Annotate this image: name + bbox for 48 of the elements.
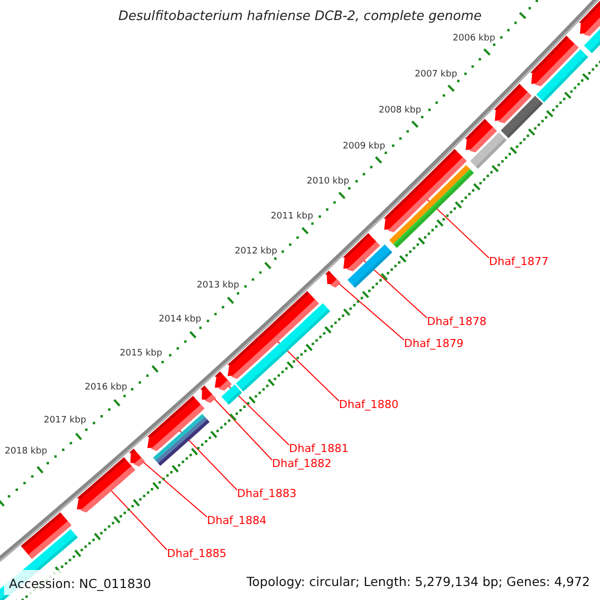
gene-label: Dhaf_1877 xyxy=(489,255,549,269)
leader-line xyxy=(276,340,340,402)
genome-info-text: Topology: circular; Length: 5,279,134 bp; Genes: 4,972 xyxy=(246,574,590,590)
leader-line xyxy=(338,283,404,340)
leader-line xyxy=(228,386,290,446)
gene-label: Dhaf_1879 xyxy=(404,337,464,351)
gene-feature xyxy=(342,233,380,272)
chart-title: Desulfitobacterium hafniense DCB-2, complete genome xyxy=(118,9,482,24)
scale-label: 2011 kbp xyxy=(270,212,314,222)
gene-feature xyxy=(383,148,467,232)
scale-label: 2010 kbp xyxy=(306,176,350,188)
scale-label: 2006 kbp xyxy=(452,34,496,44)
leader-line xyxy=(214,398,272,460)
gene-label: Dhaf_1882 xyxy=(272,457,332,471)
gene-feature xyxy=(464,118,497,152)
gene-feature xyxy=(200,386,216,404)
scale-label: 2008 kbp xyxy=(378,106,422,116)
leader-line xyxy=(363,260,428,318)
leader-line xyxy=(178,430,238,490)
gene-feature xyxy=(578,0,600,36)
gene-label: Dhaf_1885 xyxy=(167,547,227,561)
gene-label: Dhaf_1884 xyxy=(207,514,267,528)
gene-feature xyxy=(147,396,204,451)
scale-label: 2012 kbp xyxy=(234,246,278,258)
gene-label: Dhaf_1883 xyxy=(237,487,297,501)
scale-label: 2007 kbp xyxy=(414,70,458,80)
gene-feature xyxy=(129,448,145,467)
scale-label: 2009 kbp xyxy=(342,142,386,152)
scale-label: 2018 kbp xyxy=(4,446,48,458)
scale-label: 2015 kbp xyxy=(120,348,162,360)
gene-label: Dhaf_1878 xyxy=(427,315,487,329)
leader-line xyxy=(426,198,490,258)
accession-text: Accession: NC_011830 xyxy=(9,576,152,591)
scale-label: 2016 kbp xyxy=(84,382,128,394)
gene-feature xyxy=(530,36,579,86)
gene-feature xyxy=(227,291,319,379)
gene-feature xyxy=(76,457,136,512)
leader-line xyxy=(110,490,168,550)
gene-label: Dhaf_1880 xyxy=(339,398,399,412)
gene-feature xyxy=(494,84,532,124)
scale-label: 2017 kbp xyxy=(44,416,86,426)
gene-feature xyxy=(325,270,341,288)
leader-line xyxy=(142,462,208,518)
gene-label: Dhaf_1881 xyxy=(289,442,349,456)
scale-label: 2013 kbp xyxy=(196,280,240,292)
scale-label: 2014 kbp xyxy=(158,314,202,326)
gene-feature xyxy=(214,371,232,391)
gene-feature xyxy=(20,512,72,559)
